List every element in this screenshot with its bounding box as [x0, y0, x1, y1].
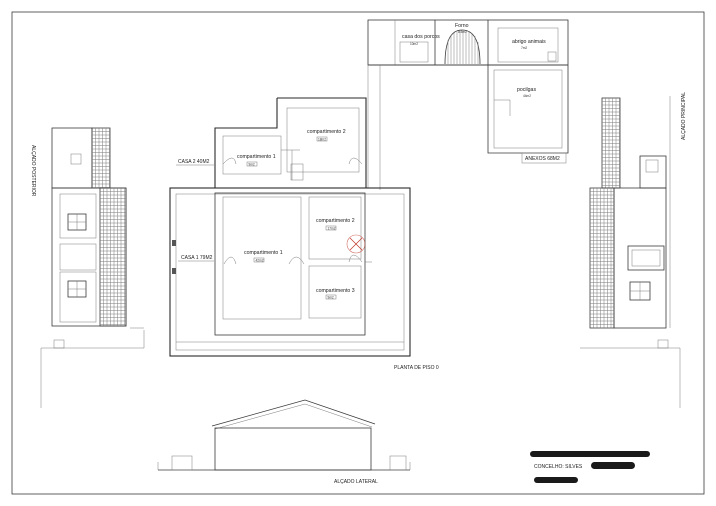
label-casa2: CASA 2 40M2 — [178, 159, 210, 165]
area-tag-comp3-lower: 9m2 — [328, 295, 334, 299]
redacted-parish — [591, 462, 635, 469]
room-label-comp2-lower: compartimento 2 — [316, 218, 355, 224]
casa1-plan — [169, 187, 411, 357]
room-label-abrigo: abrigo animais — [512, 39, 546, 45]
label-alcado-lateral: ALÇADO LATERAL — [334, 479, 378, 485]
label-concelho: CONCELHO: SILVES — [534, 464, 583, 470]
area-tag-comp1-upper: 9m2 — [249, 162, 255, 166]
room-label-casa-porcos: casa dos porcos — [402, 34, 440, 40]
room-label-forno: Forno — [455, 23, 469, 29]
area-tag-abrigo: 7m2 — [521, 46, 527, 50]
room-label-pocilgas: pocilgas — [517, 87, 536, 93]
title-block — [530, 451, 650, 483]
area-tag-comp2-upper: 18m2 — [318, 137, 326, 141]
redacted-owner-name — [530, 451, 650, 457]
label-planta: PLANTA DE PISO 0 — [394, 365, 439, 371]
roof-tiles-posterior-lower — [99, 187, 127, 327]
room-label-comp1-upper: compartimento 1 — [237, 154, 276, 160]
sheet-border — [11, 11, 705, 495]
redacted-address — [534, 477, 578, 483]
area-tag-comp1-lower: 42m2 — [256, 258, 264, 262]
roof-tiles-principal-lower — [589, 187, 615, 329]
label-anexos: ANEXOS 68M2 — [525, 156, 560, 162]
annotation-mark — [346, 234, 366, 254]
room-label-comp3-lower: compartimento 3 — [316, 288, 355, 294]
anexos-label-box — [521, 152, 567, 164]
label-alcado-principal: ALÇADO PRINCIPAL — [681, 92, 687, 140]
area-tag-pocilgas: 44m2 — [523, 94, 531, 98]
room-label-comp2-upper: compartimento 2 — [307, 129, 346, 135]
forno-dome — [444, 29, 481, 65]
elevation-principal — [580, 96, 681, 408]
area-tag-forno: 8.5m2 — [458, 30, 467, 34]
label-casa1: CASA 1 79M2 — [181, 255, 213, 261]
label-alcado-posterior: ALÇADO POSTERIOR — [30, 145, 36, 197]
area-tag-casa-porcos: 10m2 — [410, 42, 418, 46]
casa2-plan — [214, 97, 367, 188]
roof-tiles-principal-upper — [601, 97, 621, 189]
area-tag-comp2-lower: 17m2 — [328, 226, 336, 230]
room-label-comp1-lower: compartimento 1 — [244, 250, 283, 256]
roof-tiles-posterior-upper — [91, 127, 111, 189]
elevation-lateral — [157, 399, 411, 471]
